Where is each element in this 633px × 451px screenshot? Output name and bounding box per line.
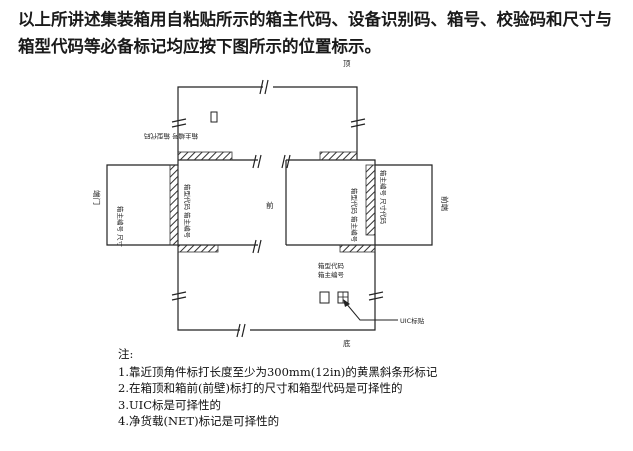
note-item: 3.UIC标是可择性的 — [118, 397, 222, 412]
center-label: 前 — [266, 200, 274, 210]
right-side-marks-a: 箱型代码 箱主编号 — [350, 188, 359, 243]
left-side-marks: 箱型代码 箱主编号 — [183, 184, 192, 239]
top-label: 顶 — [343, 59, 351, 68]
note-item: 4.净货载(NET)标记是可择性的 — [118, 413, 280, 428]
note-item: 1.靠近顶角件标打长度至少为300mm(12in)的黄黑斜条形标记 — [118, 365, 438, 380]
uic-sticker-grid — [338, 292, 348, 303]
uic-label: UIC标贴 — [400, 316, 425, 325]
notes-title: 注: — [118, 347, 134, 361]
bottom-panel-marks-2: 箱主编号 — [318, 270, 345, 279]
right-side-marks-b: 箱主编号 尺寸代码 — [379, 170, 388, 225]
left-end-label: 端门 — [92, 190, 102, 205]
bottom-panel-marks-1: 箱型代码 — [318, 261, 345, 270]
right-end-label: 前端 — [440, 196, 450, 211]
hatched-corner-markings — [169, 151, 376, 253]
break-marks — [171, 79, 384, 338]
note-item: 2.在箱顶和箱前(前壁)标打的尺寸和箱型代码是可择性的 — [118, 381, 403, 396]
uic-pointer — [343, 299, 398, 321]
left-door-marks: 箱主编号 尺寸 — [116, 206, 125, 248]
intro-paragraph: 以上所讲述集装箱用自粘贴所示的箱主代码、设备识别码、箱号、校验码和尺寸与箱型代码… — [18, 10, 612, 56]
top-panel-marks: 箱主编号 箱型代码 — [143, 132, 198, 141]
notes-block: 注: 1.靠近顶角件标打长度至少为300mm(12in)的黄黑斜条形标记 2.在… — [118, 346, 437, 429]
bottom-label: 底 — [343, 338, 351, 348]
